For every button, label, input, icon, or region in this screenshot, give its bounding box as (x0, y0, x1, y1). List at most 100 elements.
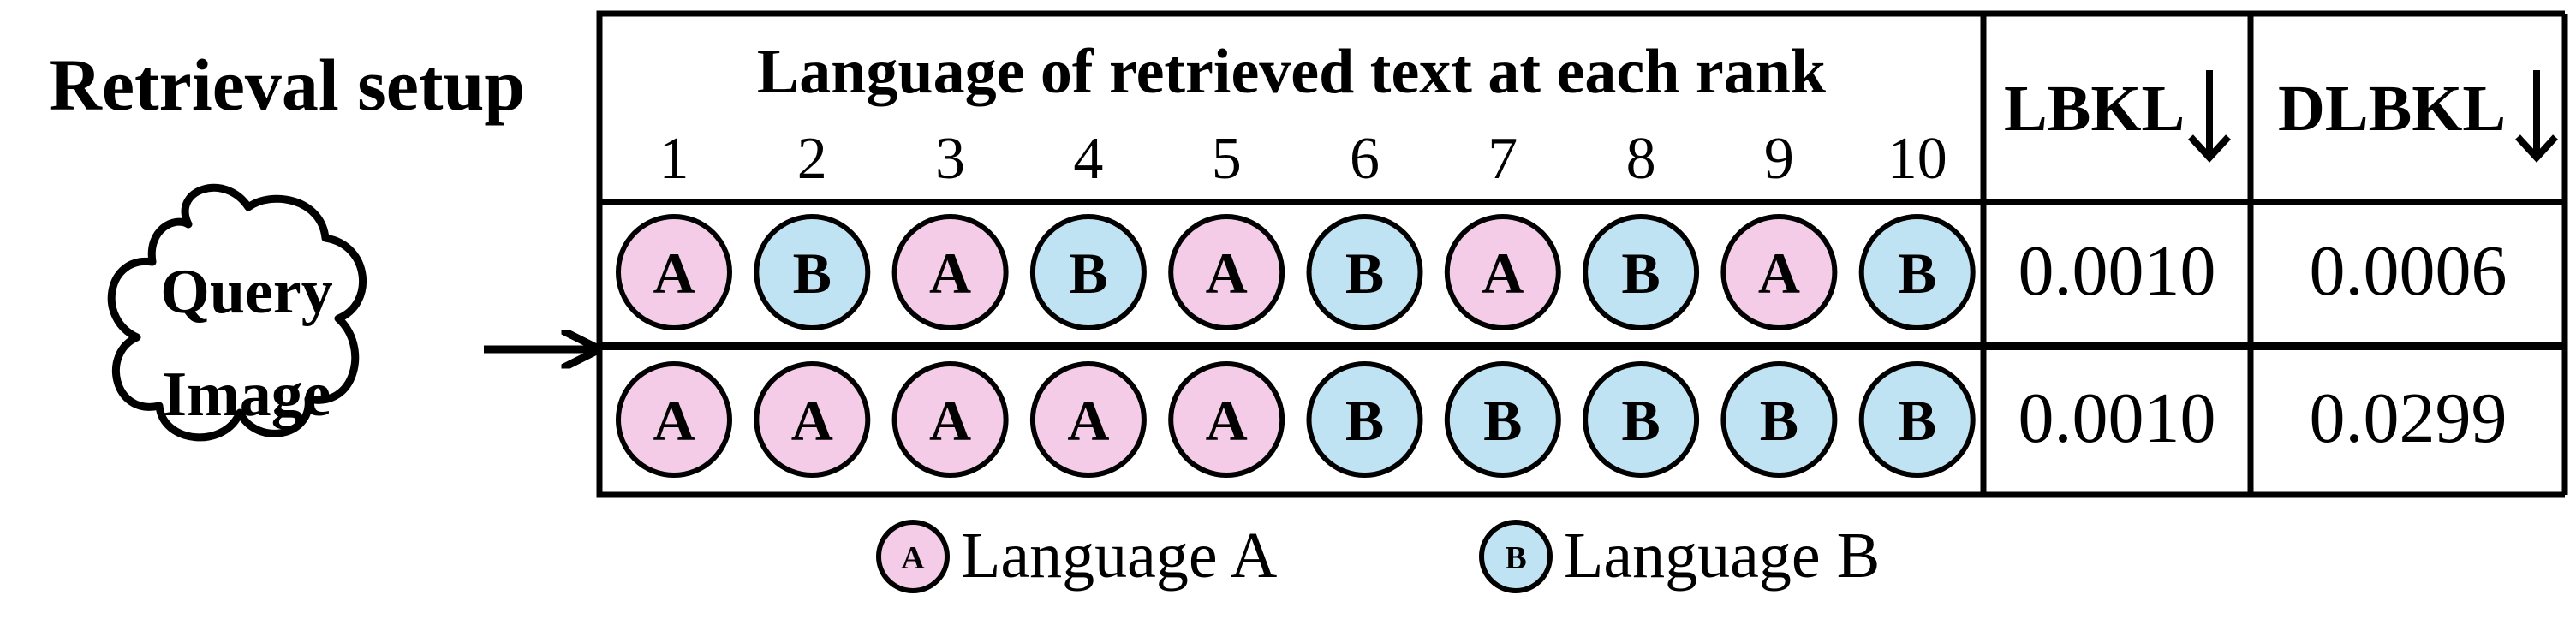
lbkl-value: 0.0010 (2018, 378, 2216, 458)
language-circle-shape (1168, 361, 1285, 478)
dlbkl-value: 0.0006 (2310, 231, 2507, 311)
language-circle-a: A (891, 214, 1009, 330)
language-circle-b: B (1720, 361, 1838, 478)
language-circle-a: A (1029, 361, 1147, 478)
language-circle-letter: B (793, 241, 832, 306)
legend-label: Language B (1564, 520, 1880, 592)
legend: A Language A B Language B (876, 520, 1880, 593)
rank-number: 10 (1887, 126, 1947, 192)
language-circle-shape (754, 361, 871, 478)
language-circle-shape (616, 361, 732, 478)
language-circle-shape (1720, 214, 1838, 330)
rank-number: 4 (1073, 126, 1103, 192)
legend-label: Language A (961, 520, 1277, 592)
language-circle-shape (1306, 361, 1423, 478)
language-circle-b: B (1583, 214, 1700, 330)
language-circle-shape (1029, 361, 1147, 478)
rank-number: 1 (659, 126, 689, 192)
language-circle-letter: A (929, 241, 971, 306)
language-circle-b: B (1444, 361, 1561, 478)
rank-number: 8 (1626, 126, 1656, 192)
dlbkl-header-label: DLBKL (2278, 73, 2506, 145)
language-circle-shape (1720, 361, 1838, 478)
language-circle-letter: B (1898, 241, 1936, 306)
language-circle-shape (1306, 214, 1423, 330)
dlbkl-value: 0.0299 (2310, 378, 2507, 458)
query-label-line1: Query (160, 257, 332, 327)
rank-numbers: 1 2 3 4 5 6 7 8 9 10 (659, 126, 1947, 192)
language-circle-letter: A (929, 388, 971, 453)
query-image-cloud: Query Image (107, 183, 367, 442)
language-circle-shape (1858, 214, 1976, 330)
legend-swatch (1479, 520, 1553, 593)
down-arrow-icon (2515, 70, 2558, 163)
rank-number: 9 (1764, 126, 1794, 192)
legend-swatch-letter: B (1505, 540, 1526, 576)
language-circle-letter: B (1760, 388, 1798, 453)
language-circle-shape (891, 214, 1009, 330)
dlbkl-header: DLBKL (2278, 70, 2558, 163)
language-circle-letter: A (653, 241, 695, 306)
language-circle-b: B (1306, 361, 1423, 478)
language-circle-letter: A (1206, 241, 1248, 306)
language-circle-b: B (1306, 214, 1423, 330)
language-circle-shape (891, 361, 1009, 478)
language-circle-letter: B (1345, 241, 1384, 306)
language-circle-a: A (1444, 214, 1561, 330)
language-circle-shape (1168, 214, 1285, 330)
rank-number: 6 (1350, 126, 1380, 192)
language-circle-b: B (1029, 214, 1147, 330)
lbkl-header: LBKL (2004, 70, 2231, 163)
rank-number: 7 (1488, 126, 1518, 192)
language-circle-b: B (1858, 214, 1976, 330)
legend-item-a: A Language A (876, 520, 1277, 593)
language-circle-shape (1583, 361, 1700, 478)
language-circle-a: A (616, 361, 732, 478)
language-circle-letter: B (1345, 388, 1384, 453)
table-row: A A A A A B B B B B 0.0010 0.0299 (616, 361, 2507, 478)
language-circle-shape (1858, 361, 1976, 478)
language-circle-letter: B (1621, 241, 1660, 306)
rank-number: 5 (1212, 126, 1242, 192)
query-label-line2: Image (162, 360, 331, 430)
language-circle-a: A (891, 361, 1009, 478)
language-circle-a: A (1168, 214, 1285, 330)
legend-item-b: B Language B (1479, 520, 1880, 593)
language-circle-shape (616, 214, 732, 330)
language-circle-a: A (1168, 361, 1285, 478)
language-circle-letter: A (653, 388, 695, 453)
language-circle-letter: A (1067, 388, 1109, 453)
language-circle-shape (1029, 214, 1147, 330)
lbkl-value: 0.0010 (2018, 231, 2216, 311)
retrieval-setup-label: Retrieval setup (49, 44, 525, 126)
language-circle-letter: B (1069, 241, 1107, 306)
rank-number: 3 (935, 126, 965, 192)
language-circle-a: A (1720, 214, 1838, 330)
language-circle-letter: A (1758, 241, 1800, 306)
language-circle-letter: A (1482, 241, 1524, 306)
language-circle-a: A (754, 361, 871, 478)
legend-swatch (876, 520, 950, 593)
language-circle-letter: B (1483, 388, 1522, 453)
language-circle-b: B (1583, 361, 1700, 478)
language-circle-shape (754, 214, 871, 330)
language-circle-shape (1444, 214, 1561, 330)
results-table (596, 10, 2568, 498)
rank-number: 2 (797, 126, 827, 192)
rank-header-title: Language of retrieved text at each rank (757, 37, 1827, 107)
down-arrow-icon (2188, 70, 2231, 163)
language-circle-letter: B (1621, 388, 1660, 453)
language-circle-letter: B (1898, 388, 1936, 453)
language-circle-shape (1583, 214, 1700, 330)
language-circle-shape (1444, 361, 1561, 478)
lbkl-header-label: LBKL (2004, 73, 2185, 145)
language-circle-b: B (754, 214, 871, 330)
language-circle-letter: A (1206, 388, 1248, 453)
language-circle-a: A (616, 214, 732, 330)
legend-swatch-letter: A (901, 540, 925, 576)
language-circle-letter: A (791, 388, 833, 453)
language-circle-b: B (1858, 361, 1976, 478)
table-row: A B A B A B A B A B 0.0010 0.0006 (616, 214, 2507, 330)
cloud-icon (107, 183, 367, 442)
